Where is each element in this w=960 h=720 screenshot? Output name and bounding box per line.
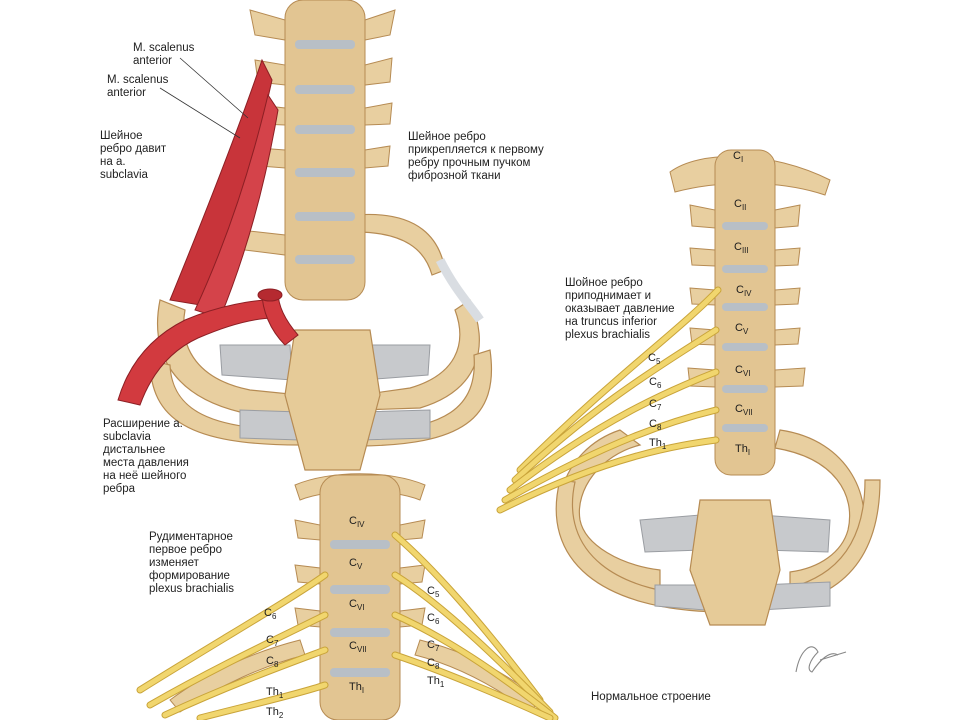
spine-bottom (294, 473, 426, 720)
right-panel (496, 149, 881, 626)
nerve-label-th1: Th1 (649, 437, 667, 452)
vertebra-label-c7: CVII (735, 403, 753, 418)
bottom-right-nerve-label-c7: C7 (427, 639, 440, 654)
right-second-rib (555, 479, 881, 613)
leader-line-scalenus-1 (179, 57, 249, 119)
bottom-left-nerve-label-c8: C8 (266, 655, 279, 670)
vertebra-label-c3: CIII (734, 241, 749, 256)
bottom-panel (136, 473, 559, 720)
nerve-label-c5: C5 (648, 352, 661, 367)
bottom-vertebra-label-c5: CV (349, 557, 363, 572)
bottom-vertebra-label-c4: CIV (349, 515, 365, 530)
bottom-left-nerve-label-c6: C6 (264, 607, 277, 622)
manubrium (284, 329, 381, 471)
nerve-label-c6: C6 (649, 376, 662, 391)
vertebra-label-c1: CI (733, 150, 744, 165)
vertebra-label-c2: CII (734, 198, 747, 213)
vertebra-label-c5: CV (735, 322, 749, 337)
costal-cartilage-left (219, 344, 293, 381)
bottom-right-nerve-label-c8: C8 (427, 657, 440, 672)
bottom-left-nerve-label-c7: C7 (266, 634, 279, 649)
right-panel-brachial-plexus (496, 286, 722, 514)
label-cervical-rib-presses: Шейное ребро давит на a. subclavia (100, 130, 167, 181)
bottom-right-nerve-label-c6: C6 (427, 612, 440, 627)
artery-cut-end (257, 288, 283, 302)
label-artery-dilation: Расширение a. subclavia дистальнее места… (103, 418, 189, 495)
top-left-panel (117, 0, 492, 471)
nerve-label-c7: C7 (649, 398, 662, 413)
label-scalenus-anterior-1: M. scalenus anterior (133, 42, 195, 67)
bottom-brachial-plexus-left (136, 571, 329, 720)
bottom-brachial-plexus-right (391, 531, 559, 720)
bottom-left-nerve-label-th2: Th2 (266, 706, 284, 720)
bottom-left-nerve-label-th1: Th1 (266, 686, 284, 701)
vertebra-label-c4: CIV (736, 284, 752, 299)
bottom-vertebra-label-c7: CVII (349, 640, 367, 655)
nerve-label-c8: C8 (649, 418, 662, 433)
label-normal-structure: Нормальное строение (591, 691, 711, 703)
bottom-right-nerve-label-c5: C5 (427, 585, 440, 600)
label-cervical-rib-attached: Шейное ребро прикрепляется к первому реб… (408, 131, 544, 182)
label-cervical-rib-lifts: Шойное ребро приподнимает и оказывает да… (565, 277, 675, 341)
label-scalenus-anterior-2: M. scalenus anterior (107, 74, 169, 99)
spine-right (669, 149, 831, 476)
vertebra-label-th1: ThI (735, 443, 751, 458)
subclavian-artery (117, 299, 276, 406)
bottom-vertebra-label-c6: CVI (349, 598, 365, 613)
bottom-vertebra-label-th1: ThI (349, 681, 365, 696)
label-rudimentary-rib: Рудиментарное первое ребро изменяет форм… (149, 531, 235, 595)
right-manubrium (689, 499, 781, 626)
bottom-right-nerve-label-th1: Th1 (427, 675, 445, 690)
bottom-rudimentary-rib-left (169, 639, 306, 713)
cervical-rib-right (354, 213, 446, 276)
fibrous-band (435, 257, 484, 323)
right-cartilage-left (639, 514, 703, 553)
leader-line-scalenus-2 (159, 87, 241, 139)
artist-signature (795, 646, 847, 673)
subclavian-artery-branch (261, 291, 299, 346)
vertebra-label-c6: CVI (735, 364, 751, 379)
